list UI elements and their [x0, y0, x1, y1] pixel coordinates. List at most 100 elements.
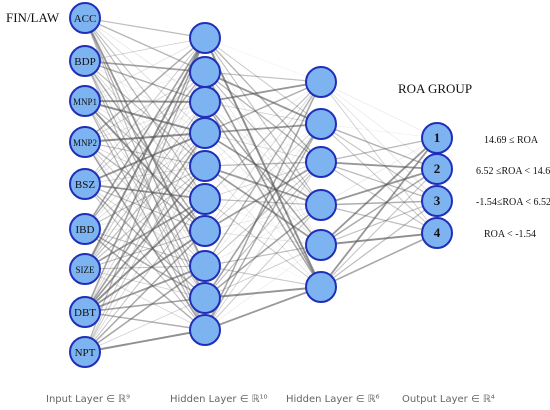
- edge-l2-0-0: [320, 81, 438, 139]
- edge-l0-0-1: [84, 17, 206, 73]
- edge-l0-1-6: [84, 60, 206, 232]
- node-label-input-1: ACC: [74, 13, 97, 25]
- input-layer-caption: Input Layer ∈ ℝ⁹: [46, 394, 130, 405]
- edge-l1-2-5: [204, 101, 322, 288]
- edge-l0-4-5: [84, 183, 206, 200]
- edge-l0-7-9: [84, 311, 206, 331]
- edge-l1-6-4: [204, 230, 322, 246]
- edge-l0-5-2: [84, 101, 206, 230]
- edge-l2-3-2: [320, 200, 438, 206]
- edge-l0-7-8: [84, 297, 206, 313]
- edge-l2-5-0: [320, 137, 438, 288]
- edge-l1-1-1: [204, 71, 322, 125]
- edge-l2-5-3: [320, 232, 438, 288]
- edge-l2-2-0: [320, 137, 438, 163]
- edge-l0-3-6: [84, 141, 206, 232]
- edge-l1-4-1: [204, 123, 322, 167]
- edge-l1-8-5: [204, 286, 322, 299]
- edge-l0-3-3: [84, 132, 206, 143]
- edge-l0-8-5: [84, 198, 206, 353]
- edge-l1-9-3: [204, 204, 322, 331]
- edge-l0-6-6: [84, 230, 206, 270]
- edge-l1-9-0: [204, 81, 322, 331]
- node-input-5: [69, 168, 101, 200]
- node-input-9: [69, 336, 101, 368]
- node-hidden1-1: [189, 22, 221, 54]
- edge-l1-0-1: [204, 37, 322, 125]
- edge-l1-9-1: [204, 123, 322, 331]
- edge-l0-8-4: [84, 165, 206, 353]
- edge-l2-1-3: [320, 123, 438, 234]
- edge-l0-4-8: [84, 183, 206, 299]
- edge-l1-3-4: [204, 132, 322, 246]
- edge-l0-5-0: [84, 37, 206, 230]
- edge-l0-5-3: [84, 132, 206, 230]
- node-hidden1-2: [189, 56, 221, 88]
- edge-l1-6-1: [204, 123, 322, 232]
- edge-l0-8-0: [84, 37, 206, 353]
- node-label-input-5: BSZ: [75, 179, 95, 191]
- edge-l0-1-5: [84, 60, 206, 200]
- edge-l1-7-1: [204, 123, 322, 267]
- edge-l0-3-2: [84, 101, 206, 143]
- edge-l0-0-0: [84, 17, 206, 39]
- edge-l0-5-9: [84, 228, 206, 331]
- node-hidden2-3: [305, 146, 337, 178]
- hidden-layer-2-caption: Hidden Layer ∈ ℝ⁶: [286, 394, 380, 405]
- node-hidden2-5: [305, 229, 337, 261]
- edge-l0-0-5: [84, 17, 206, 200]
- edge-l1-8-0: [204, 81, 322, 299]
- edge-l0-7-2: [84, 101, 206, 313]
- edge-l1-7-4: [204, 244, 322, 267]
- edge-l0-8-9: [84, 329, 206, 353]
- edge-l0-3-9: [84, 141, 206, 331]
- edge-l2-5-1: [320, 168, 438, 288]
- edge-l0-0-3: [84, 17, 206, 134]
- edge-l1-1-5: [204, 71, 322, 288]
- edge-l0-6-0: [84, 37, 206, 270]
- connection-edges: [84, 17, 438, 353]
- edge-l1-5-0: [204, 81, 322, 200]
- edge-l0-1-3: [84, 60, 206, 134]
- node-hidden1-3: [189, 86, 221, 118]
- edge-l1-3-2: [204, 132, 322, 163]
- edge-l1-9-5: [204, 286, 322, 331]
- node-input-6: [69, 213, 101, 245]
- output-range-3: -1.54≤ROA < 6.52: [476, 197, 550, 208]
- edge-l1-2-0: [204, 81, 322, 103]
- edge-l0-7-1: [84, 71, 206, 313]
- edge-l2-2-2: [320, 161, 438, 202]
- node-label-input-7: SIZE: [76, 265, 96, 275]
- edge-l1-6-2: [204, 161, 322, 232]
- node-hidden1-4: [189, 117, 221, 149]
- edge-l1-0-2: [204, 37, 322, 163]
- edge-l1-0-4: [204, 37, 322, 246]
- edge-l2-4-0: [320, 137, 438, 246]
- edge-l0-6-4: [84, 165, 206, 270]
- edge-l1-2-3: [204, 101, 322, 206]
- edge-l1-5-1: [204, 123, 322, 200]
- edge-l2-5-2: [320, 200, 438, 288]
- edge-l1-7-0: [204, 81, 322, 267]
- edge-l0-8-7: [84, 265, 206, 353]
- edge-l0-3-1: [84, 71, 206, 143]
- edge-l0-1-2: [84, 60, 206, 103]
- node-label-input-3: MNP1: [73, 97, 97, 107]
- edge-l1-3-1: [204, 123, 322, 134]
- edge-l0-8-8: [84, 297, 206, 353]
- output-heading: ROA GROUP: [398, 81, 472, 96]
- edge-l0-0-6: [84, 17, 206, 232]
- edge-l2-3-1: [320, 168, 438, 206]
- input-heading: FIN/LAW: [6, 10, 60, 25]
- edge-l1-4-5: [204, 165, 322, 288]
- node-label-input-6: IBD: [76, 224, 95, 236]
- edge-l0-4-0: [84, 37, 206, 185]
- edge-l1-1-2: [204, 71, 322, 163]
- edge-l2-0-1: [320, 81, 438, 170]
- edge-l0-2-9: [84, 100, 206, 331]
- node-hidden1-9: [189, 282, 221, 314]
- edge-l1-7-3: [204, 204, 322, 267]
- edge-l0-4-3: [84, 132, 206, 185]
- edge-l1-5-5: [204, 198, 322, 288]
